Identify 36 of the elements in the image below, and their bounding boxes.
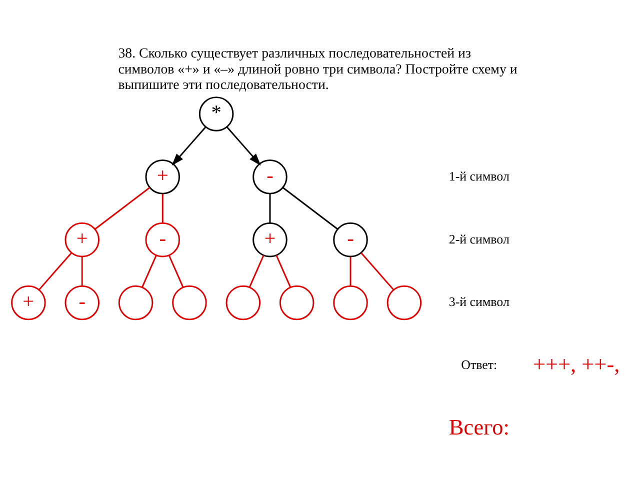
diagram-title: 38. Сколько существует различных последовательностей из символов «+» и «–» длиной ровно три символа? Постройте схему и выпишите эти последовательности. <box>118 46 518 93</box>
node-circle <box>386 285 422 320</box>
node-circle: - <box>333 222 368 258</box>
connector <box>360 252 394 290</box>
node-circle: * <box>198 96 234 132</box>
connector <box>269 194 271 223</box>
connector <box>248 254 264 288</box>
connector <box>276 254 291 288</box>
connector <box>162 194 164 223</box>
label: +++, ++-, <box>533 351 620 376</box>
node-circle: - <box>64 285 100 320</box>
node-circle <box>333 285 368 320</box>
node-circle <box>279 285 314 320</box>
connector <box>168 254 184 288</box>
arrow <box>226 126 261 166</box>
connector <box>38 252 72 290</box>
node-circle <box>118 285 154 320</box>
connector <box>142 254 157 288</box>
node-circle: - <box>145 222 180 258</box>
node-circle <box>226 285 261 320</box>
label: 1-й символ <box>448 168 510 184</box>
arrow <box>172 126 206 166</box>
connector <box>81 256 83 286</box>
label: Всего: <box>448 414 510 440</box>
node-circle: + <box>64 222 100 258</box>
connector <box>94 187 150 230</box>
label: 2-й символ <box>448 231 510 246</box>
node-circle <box>172 285 207 320</box>
connector <box>350 256 352 286</box>
connector <box>282 187 338 230</box>
node-circle: - <box>252 160 288 194</box>
label: Ответ: <box>461 357 498 372</box>
label: 3-й символ <box>448 294 510 310</box>
node-circle: + <box>252 222 288 258</box>
node-circle: + <box>11 285 46 320</box>
node-circle: + <box>145 160 180 194</box>
